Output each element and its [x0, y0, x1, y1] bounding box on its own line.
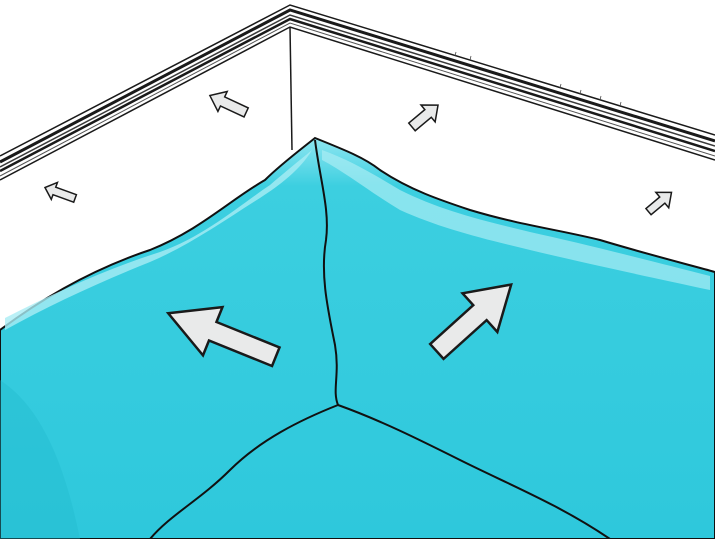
illustration-canvas: [0, 0, 715, 539]
pool-liner-corner-illustration: [0, 0, 715, 539]
